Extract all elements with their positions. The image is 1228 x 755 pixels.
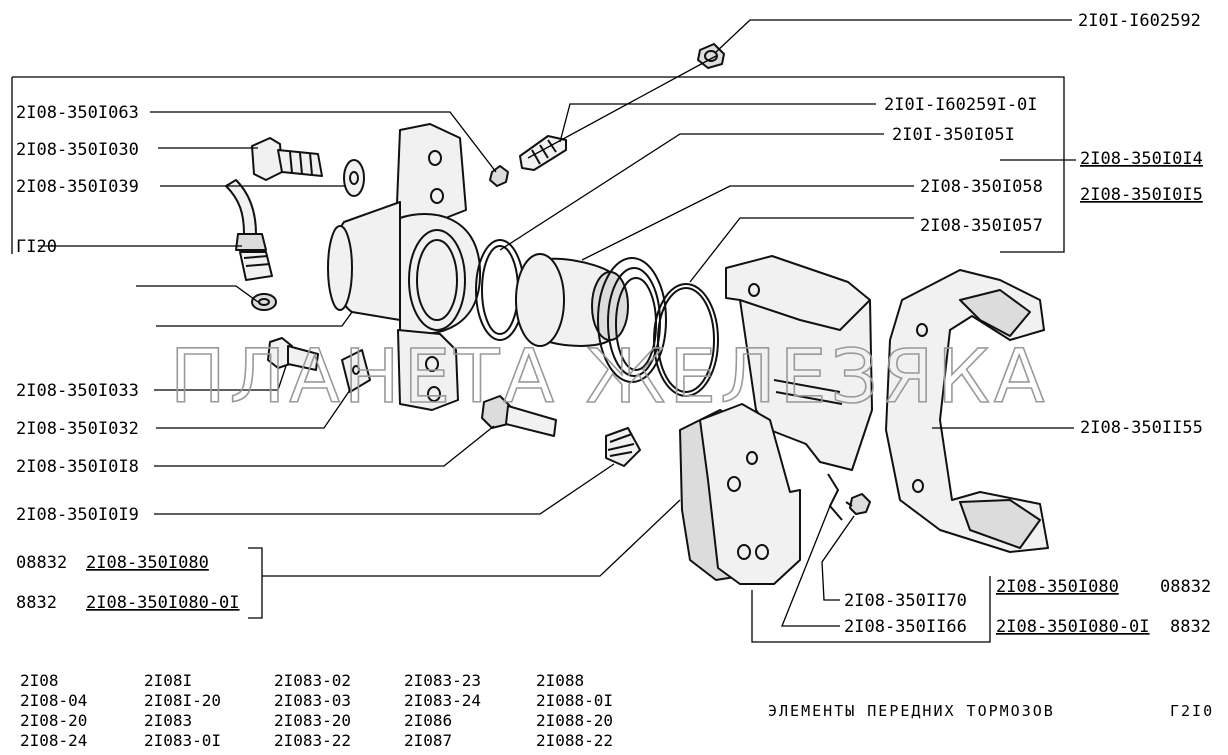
model-item: 2I088-22 [536,731,613,750]
label-pads-code-a: 08832 [16,553,67,573]
label-spring: 2I08-350II66 [844,617,967,637]
label-lower-bolt: 2I08-350I033 [16,381,139,401]
label-pads-a: 2I08-350I080 [86,553,209,573]
brake-piston [515,253,629,347]
model-item: 2I088-0I [536,691,613,710]
label-bolt: 2I08-350I030 [16,140,139,160]
label-pads-right-code-a: 08832 [1160,577,1211,597]
label-pads-right-code-b: 8832 [1170,617,1211,637]
guide-pin-boot [605,427,641,467]
leader-lines [11,19,1076,643]
washer-large [343,159,365,197]
diagram-caption: ЭЛЕМЕНТЫ ПЕРЕДНИХ ТОРМОЗОВ [768,702,1055,720]
bleed-valve [519,135,567,171]
brake-pads [679,403,801,585]
model-item: 2I086 [404,711,452,730]
label-screw: 2I08-350II70 [844,591,967,611]
pad-spring [827,473,843,521]
guide-bolt [251,137,323,181]
model-item: 2I08I [144,671,192,690]
label-nut: 2I08-350I063 [16,103,139,123]
model-item: 2I083-20 [274,711,351,730]
brake-hose [225,179,273,281]
label-washer: 2I08-350I039 [16,177,139,197]
model-list: 2I08 2I08-04 2I08-20 2I08-24 2I08I 2I08I… [20,671,613,750]
model-item: 2I08I-20 [144,691,221,710]
model-item: 2I088-20 [536,711,613,730]
model-item: 2I083-23 [404,671,481,690]
pad-carrier [885,269,1049,553]
model-item: 2I088 [536,671,584,690]
model-item: 2I083-03 [274,691,351,710]
lock-plate [341,349,371,393]
page-number: Г2I0 [1170,702,1214,720]
retaining-ring [653,283,719,397]
label-pads-b: 2I08-350I080-0I [86,593,240,613]
model-item: 2I083-24 [404,691,481,710]
model-item: 2I083-0I [144,731,221,750]
part-labels: 2I0I-I602592 2I08-350I063 2I0I-I60259I-0… [16,11,1211,637]
model-item: 2I083-02 [274,671,351,690]
model-item: 2I083 [144,711,192,730]
label-pads-right-b: 2I08-350I080-0I [996,617,1150,637]
label-seal-ring: 2I0I-350I05I [892,125,1015,145]
label-guide-pin: 2I08-350I0I8 [16,457,139,477]
model-item: 2I087 [404,731,452,750]
model-item: 2I083-22 [274,731,351,750]
watermark: ПЛАНЕТА ЖЕЛЕЗЯКА [170,334,1049,420]
washer-small [251,293,277,311]
label-pads-right-a: 2I08-350I080 [996,577,1119,597]
label-hose: ГI20 [16,237,57,257]
label-bracket-a: 2I08-350I0I4 [1080,149,1203,169]
label-pads-code-b: 8832 [16,593,57,613]
pad-screw [845,493,871,515]
label-piston: 2I08-350I058 [920,177,1043,197]
model-item: 2I08-20 [20,711,87,730]
model-item: 2I08-24 [20,731,87,750]
label-bracket-b: 2I08-350I0I5 [1080,185,1203,205]
label-lock-plate: 2I08-350I032 [16,419,139,439]
lower-bolt [267,337,319,371]
label-pin-boot: 2I08-350I0I9 [16,505,139,525]
model-item: 2I08-04 [20,691,87,710]
label-bleed-valve: 2I0I-I60259I-0I [884,95,1038,115]
guide-pin [481,395,557,437]
caliper-body [327,123,482,411]
label-bleed-cap: 2I0I-I602592 [1078,11,1201,31]
label-carrier: 2I08-350II55 [1080,418,1203,438]
model-item: 2I08 [20,671,59,690]
label-dust-boot: 2I08-350I057 [920,216,1043,236]
hose-nut [489,165,509,187]
